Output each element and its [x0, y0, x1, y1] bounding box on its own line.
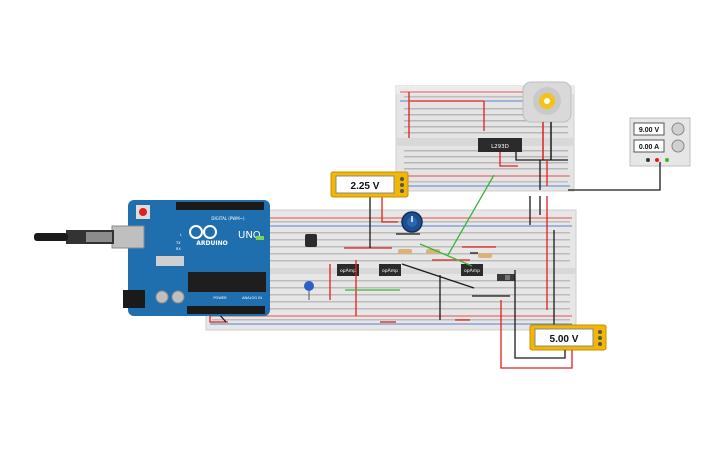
capacitor[interactable] — [304, 281, 314, 300]
dc-motor[interactable] — [522, 81, 572, 160]
arduino-logo — [189, 225, 217, 239]
current-knob[interactable] — [671, 139, 685, 153]
resistors[interactable] — [398, 249, 492, 258]
potentiometer[interactable] — [401, 211, 423, 233]
multimeter-1[interactable]: 2.25 V — [330, 171, 409, 198]
atmega-chip — [188, 272, 266, 292]
supply-current: 0.00 A — [639, 144, 659, 151]
l-led-label: L — [180, 233, 182, 237]
opamp-chip-2[interactable]: opAmp — [379, 264, 401, 276]
arduino-model: UNO — [238, 230, 261, 241]
on-led — [256, 236, 264, 240]
l293d-label: L293D — [491, 144, 509, 150]
positive-terminal[interactable] — [655, 158, 659, 162]
meter-2-readout: 5.00 V — [550, 334, 579, 345]
arduino-uno[interactable]: ARDUINO UNO DIGITAL (PWM~) POWER ANALOG … — [111, 200, 270, 316]
opamp-1-label: opAmp — [340, 268, 356, 274]
usb-cable — [34, 230, 114, 244]
opamp-2-label: opAmp — [382, 268, 398, 274]
voltage-knob[interactable] — [671, 122, 685, 136]
analog-label: ANALOG IN — [242, 296, 262, 300]
supply-wire — [568, 162, 661, 191]
digital-label: DIGITAL (PWM~) — [211, 216, 245, 221]
main-wires — [329, 174, 555, 325]
meter-2-wires — [500, 300, 573, 369]
reset-button[interactable] — [139, 208, 147, 216]
opamp-chip-1[interactable]: opAmp — [337, 264, 359, 276]
multimeter-2[interactable]: 5.00 V — [529, 324, 607, 351]
arduino-brand: ARDUINO — [196, 240, 227, 247]
negative-terminal[interactable] — [646, 158, 650, 162]
power-supply[interactable]: 9.00 V 0.00 A — [629, 117, 691, 167]
ground-terminal[interactable] — [665, 158, 669, 162]
opamp-chip-3[interactable]: opAmp — [461, 264, 483, 276]
power-jack[interactable] — [123, 290, 145, 308]
temperature-sensor[interactable] — [305, 234, 317, 247]
slide-switch[interactable] — [497, 274, 515, 281]
l293d-chip[interactable]: L293D — [478, 138, 522, 152]
top-wires — [408, 92, 568, 190]
rx-label: RX — [176, 247, 181, 251]
meter-1-readout: 2.25 V — [351, 181, 380, 192]
power-label: POWER — [213, 296, 227, 300]
tx-label: TX — [175, 241, 181, 245]
usb-port[interactable] — [111, 225, 145, 249]
opamp-3-label: opAmp — [464, 268, 480, 274]
supply-voltage: 9.00 V — [639, 127, 660, 134]
